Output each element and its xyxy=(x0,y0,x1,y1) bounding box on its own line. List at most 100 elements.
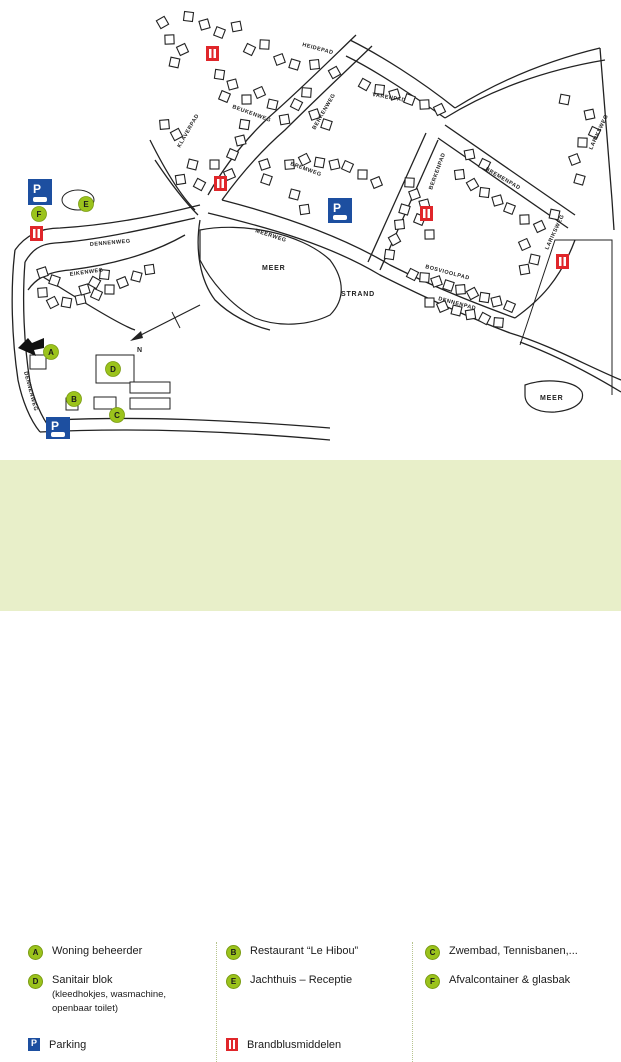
campsite-plot xyxy=(284,159,295,170)
campsite-plot xyxy=(104,284,115,295)
campsite-plot xyxy=(169,127,184,142)
north-arrow: N xyxy=(130,304,201,354)
marker-b: B xyxy=(66,391,82,407)
legend-label: Brandblusmiddelen xyxy=(247,1039,342,1051)
map-drawing: HEIDEPAD VARENPAD BERKENWEG BEUKENWEG DE… xyxy=(11,10,621,441)
campsite-plot xyxy=(573,173,586,186)
street-eikenweg: EIKENWEG xyxy=(69,267,103,278)
campsite-plot xyxy=(419,272,430,283)
parking-icon: P xyxy=(28,1038,40,1051)
campsite-plot xyxy=(213,68,226,81)
campsite-plot xyxy=(266,98,279,111)
svg-text:P: P xyxy=(51,419,59,433)
plots-layer xyxy=(36,10,602,328)
street-dennenweg-west: DENNENWEG xyxy=(22,371,38,412)
legend-label: Zwembad, Tennisbanen,... xyxy=(449,945,578,957)
campsite-plot xyxy=(424,229,435,240)
campsite-plot xyxy=(424,297,435,308)
marker-d: D xyxy=(105,361,121,377)
legend-label: Afvalcontainer & glasbak xyxy=(449,974,571,986)
campsite-plot xyxy=(182,10,195,23)
campsite-plot xyxy=(175,42,190,57)
campsite-plot xyxy=(477,157,492,172)
campsite-plot xyxy=(89,287,104,302)
campsite-plot xyxy=(226,78,239,91)
campsite-plot xyxy=(357,77,372,92)
campsite-plot xyxy=(517,237,532,252)
badge-b: B xyxy=(226,945,241,960)
campsite-plot xyxy=(168,56,181,69)
campsite-plot xyxy=(225,147,240,162)
campsite-plot xyxy=(567,152,582,167)
campsite-plot xyxy=(455,284,466,295)
campsite-plot xyxy=(217,89,232,104)
legend-label: Restaurant “Le Hibou” xyxy=(250,945,359,957)
fire-extinguisher-icon xyxy=(556,254,569,269)
campsite-plot xyxy=(308,108,321,121)
badge-c: C xyxy=(425,945,440,960)
campsite-plot xyxy=(60,296,73,309)
marker-e: E xyxy=(78,196,94,212)
label-meer-2: MEER xyxy=(540,395,563,402)
legend-sublabel: openbaar toilet) xyxy=(52,1003,119,1014)
campsite-plot xyxy=(502,201,517,216)
campsite-plot xyxy=(45,295,60,310)
fire-layer xyxy=(30,46,569,269)
legend-item-b: B Restaurant “Le Hibou” xyxy=(226,944,358,960)
svg-text:A: A xyxy=(48,348,54,357)
svg-text:D: D xyxy=(110,365,116,374)
campsite-plot xyxy=(408,188,421,201)
road-outlines xyxy=(11,34,621,441)
fire-extinguisher-icon xyxy=(420,206,433,221)
fire-extinguisher-icon xyxy=(214,176,227,191)
campsite-plot xyxy=(289,97,304,112)
campsite-plot xyxy=(209,159,220,170)
legend-item-f: F Afvalcontainer & glasbak xyxy=(425,973,570,989)
campsite-plot xyxy=(465,286,480,301)
campsite-plot xyxy=(288,58,301,71)
campsite-plot xyxy=(453,168,466,181)
campsite-plot xyxy=(238,118,251,131)
badge-f: F xyxy=(425,974,440,989)
campsite-plot xyxy=(174,173,187,186)
campsite-plot xyxy=(278,113,291,126)
svg-text:C: C xyxy=(114,411,120,420)
campsite-plot xyxy=(369,175,384,190)
campsite-plot xyxy=(98,268,111,281)
legend-item-c: C Zwembad, Tennisbanen,... xyxy=(425,944,578,960)
legend-separator xyxy=(216,942,218,1062)
campsite-plot xyxy=(502,299,517,314)
campsite-plot xyxy=(435,299,450,314)
legend-item-e: E Jachthuis – Receptie xyxy=(226,973,352,989)
campsite-plot xyxy=(373,83,386,96)
building-a xyxy=(29,354,47,370)
campsite-plot xyxy=(357,169,368,180)
campsite-plot xyxy=(297,152,312,167)
legend-item-parking: P Parking xyxy=(28,1038,86,1052)
street-beukenweg: BEUKENWEG xyxy=(231,104,271,124)
parking-icon: P xyxy=(46,417,70,439)
campsite-plot xyxy=(78,283,91,296)
campsite-plot xyxy=(405,267,420,282)
campsite-plot xyxy=(398,203,411,216)
campsite-plot xyxy=(241,94,252,105)
marker-c: C xyxy=(109,407,125,423)
legend-item-fire: Brandblusmiddelen xyxy=(226,1038,341,1052)
campsite-plot xyxy=(230,20,243,33)
campsite-plot xyxy=(532,219,547,234)
campsite-plot xyxy=(320,118,333,131)
entrance-arrow-icon xyxy=(18,338,44,356)
svg-text:B: B xyxy=(71,395,77,404)
campsite-plot xyxy=(298,203,311,216)
parking-icon: P xyxy=(328,198,352,223)
campsite-plot xyxy=(583,108,596,121)
campsite-plot xyxy=(478,186,491,199)
campsite-plot xyxy=(259,39,270,50)
campsite-plot xyxy=(155,15,170,30)
svg-text:P: P xyxy=(333,201,341,215)
legend-label: Parking xyxy=(49,1039,87,1051)
campsite-plot xyxy=(518,263,531,276)
legend-item-a: A Woning beheerder xyxy=(28,944,142,960)
campsite-plot xyxy=(465,177,480,192)
